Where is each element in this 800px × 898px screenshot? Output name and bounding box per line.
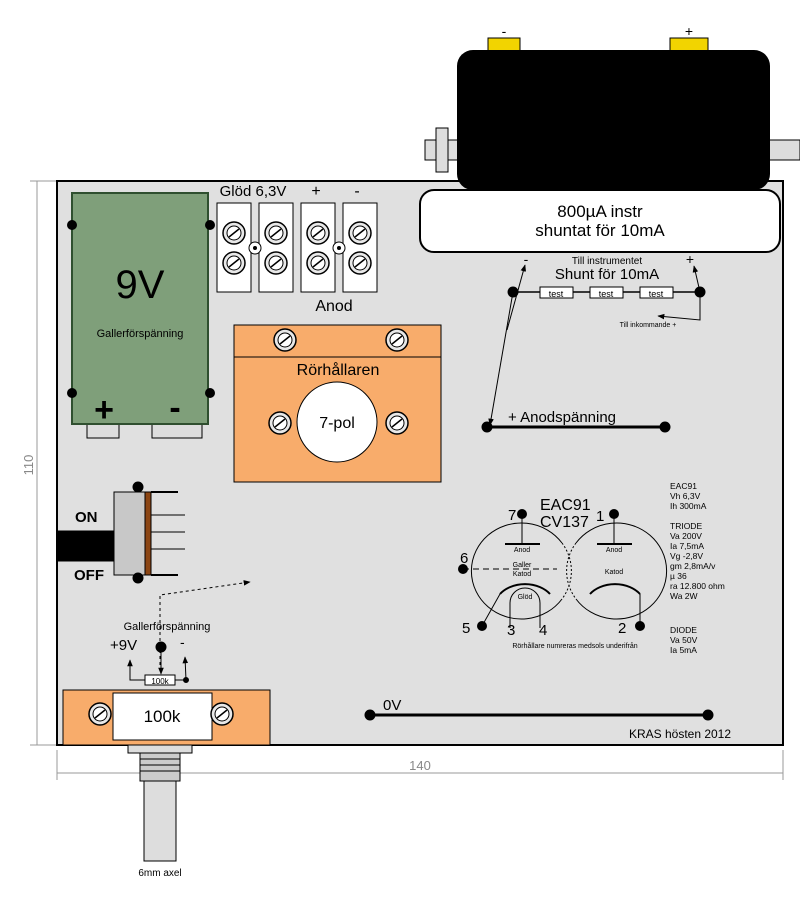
meter-plus: + xyxy=(685,23,693,39)
galler-label: Galler xyxy=(513,562,532,569)
ground-label: 0V xyxy=(383,697,401,714)
shunt-to-instrument: Till instrumentet xyxy=(572,256,642,267)
pin-3: 3 xyxy=(507,622,515,639)
spec-line: Va 200V xyxy=(670,531,702,541)
shunt-title: Shunt för 10mA xyxy=(555,266,659,283)
pot-label: 100k xyxy=(144,707,181,726)
battery-plus: + xyxy=(94,391,114,429)
shunt-resistor-2: test xyxy=(599,289,614,299)
shunt-resistor-1: test xyxy=(549,289,564,299)
spec-line: Ia 7,5mA xyxy=(670,541,704,551)
width-dimension: 140 xyxy=(409,758,431,773)
shunt xyxy=(481,264,706,433)
meter-line1: 800µA instr xyxy=(557,202,643,221)
potentiometer[interactable] xyxy=(62,689,271,862)
shunt-incoming: Till inkommande + xyxy=(620,322,677,329)
tube-pins xyxy=(458,509,645,631)
tube-note: Rörhållare numreras medsols underifrån xyxy=(512,642,637,650)
grid-bias-plus: +9V xyxy=(110,637,137,654)
terminal-blocks xyxy=(216,202,378,293)
pin-7: 7 xyxy=(508,507,516,524)
meter-label-box xyxy=(419,189,781,253)
katod-right-label: Katod xyxy=(605,569,623,576)
battery-minus: - xyxy=(169,389,180,427)
pin-1: 1 xyxy=(596,508,604,525)
tube-name-2: CV137 xyxy=(540,514,589,531)
tube-name-1: EAC91 xyxy=(540,497,591,514)
grid-bias-minus: - xyxy=(180,634,185,650)
anode-supply-label: + Anodspänning xyxy=(508,409,616,426)
shunt-minus: - xyxy=(524,251,529,267)
grid-bias-resistor: 100k xyxy=(151,677,169,686)
meter xyxy=(419,37,800,253)
spec-line: Ih 300mA xyxy=(670,501,707,511)
socket-title: Rörhållaren xyxy=(297,361,380,379)
battery-label: Gallerförspänning xyxy=(97,328,184,340)
terminal-plus: + xyxy=(311,183,320,200)
socket-center: 7-pol xyxy=(319,415,355,432)
ground-rail xyxy=(364,709,714,721)
anod-right-label: Anod xyxy=(606,547,622,554)
anod-left-label: Anod xyxy=(514,547,530,554)
pin-6: 6 xyxy=(460,550,468,567)
battery xyxy=(67,192,215,439)
terminal-minus: - xyxy=(354,183,359,200)
pin-4: 4 xyxy=(539,622,547,639)
spec-line: DIODE xyxy=(670,625,697,635)
grid-bias-label: Gallerförspänning xyxy=(124,621,211,633)
height-dimension: 110 xyxy=(21,455,36,476)
pin-2: 2 xyxy=(618,620,626,637)
glod-tube-label: Glöd xyxy=(518,594,533,601)
grid-bias-circuit xyxy=(127,580,251,686)
katod-left-label: Katod xyxy=(513,571,531,578)
spec-line: Wa 2W xyxy=(670,591,698,601)
battery-voltage: 9V xyxy=(116,263,165,307)
spec-line: EAC91 xyxy=(670,481,697,491)
tube-socket xyxy=(233,324,442,483)
glod-label: Glöd 6,3V xyxy=(220,183,287,200)
spec-line: gm 2,8mA/v xyxy=(670,561,716,571)
shunt-plus: + xyxy=(686,251,694,267)
credit: KRAS hösten 2012 xyxy=(629,727,731,741)
switch-off: OFF xyxy=(74,567,104,584)
switch-on: ON xyxy=(75,509,98,526)
pot-axle: 6mm axel xyxy=(138,868,181,879)
spec-line: Vh 6,3V xyxy=(670,491,701,501)
pin-5: 5 xyxy=(462,620,470,637)
spec-line: Ia 5mA xyxy=(670,645,697,655)
shunt-resistor-3: test xyxy=(649,289,664,299)
meter-line2: shuntat för 10mA xyxy=(535,221,665,240)
spec-line: µ 36 xyxy=(670,571,687,581)
spec-line: Vg -2,8V xyxy=(670,551,703,561)
anod-label: Anod xyxy=(315,298,352,315)
spec-line: ra 12.800 ohm xyxy=(670,581,725,591)
meter-minus: - xyxy=(502,23,507,39)
spec-line: TRIODE xyxy=(670,521,702,531)
power-switch[interactable] xyxy=(56,481,185,584)
specs: EAC91 Vh 6,3V Ih 300mA TRIODE Va 200V Ia… xyxy=(670,481,725,655)
spec-line: Va 50V xyxy=(670,635,698,645)
